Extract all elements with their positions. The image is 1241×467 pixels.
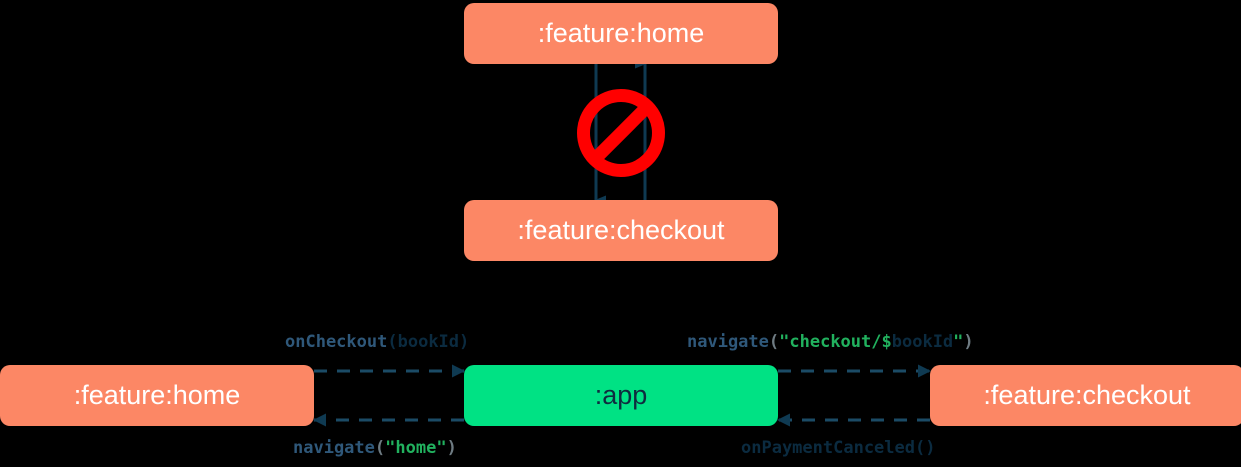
token: "checkout/ <box>779 332 882 352</box>
token: bookId <box>397 332 460 352</box>
token: ( <box>374 438 386 458</box>
node-feature-home-bottom[interactable]: :feature:home <box>0 365 314 426</box>
token: onCheckout <box>285 332 388 352</box>
token: "home" <box>385 438 447 458</box>
node-app[interactable]: :app <box>464 365 778 426</box>
token: ) <box>446 438 457 458</box>
node-feature-checkout-bottom[interactable]: :feature:checkout <box>930 365 1241 426</box>
token: onPaymentCanceled() <box>741 438 936 458</box>
node-label: :app <box>594 380 648 410</box>
node-feature-checkout-top[interactable]: :feature:checkout <box>464 200 778 261</box>
token: ) <box>963 332 974 352</box>
token: ) <box>459 332 470 352</box>
token: ( <box>768 332 780 352</box>
node-label: :feature:home <box>73 380 241 410</box>
edge-label-on-checkout: onCheckout(bookId) <box>285 332 469 352</box>
node-feature-home-top[interactable]: :feature:home <box>464 3 778 64</box>
token: $ <box>881 332 892 352</box>
node-label: :feature:checkout <box>983 380 1191 410</box>
token: ( <box>387 332 398 352</box>
node-label: :feature:home <box>537 18 705 48</box>
token: navigate <box>687 332 769 352</box>
forbidden-icon <box>577 89 665 177</box>
node-label: :feature:checkout <box>517 215 725 245</box>
token: bookId <box>891 332 954 352</box>
edge-label-navigate-home: navigate("home") <box>293 438 457 458</box>
token: " <box>953 332 964 352</box>
edge-label-navigate-checkout: navigate("checkout/$bookId") <box>687 332 974 352</box>
edge-label-on-payment-canceled: onPaymentCanceled() <box>741 438 935 458</box>
token: navigate <box>293 438 375 458</box>
